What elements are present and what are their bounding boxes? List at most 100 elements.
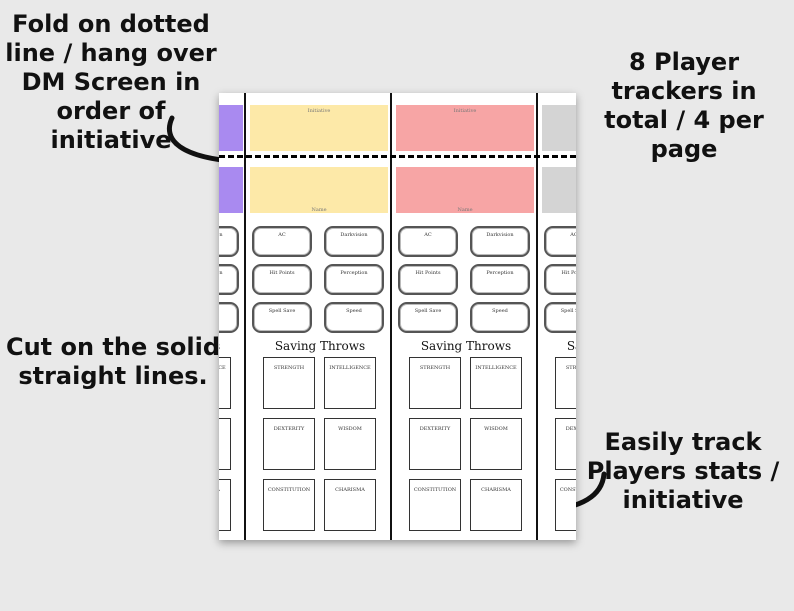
ability-box: STRENGTH	[409, 357, 461, 409]
ability-box: CONSTITUTION	[409, 479, 461, 531]
ability-box: DEXTERITY	[263, 418, 315, 470]
stat-label: Darkvision	[486, 232, 514, 238]
ability-box: CONSTITUTION	[263, 479, 315, 531]
stat-box: Darkvision	[219, 226, 239, 257]
ability-label: WISDOM	[338, 426, 362, 432]
stat-label: Speed	[219, 308, 237, 314]
stat-label: Darkvision	[219, 232, 223, 238]
ability-box: DEXTERITY	[409, 418, 461, 470]
ability-box: CHARISMA	[470, 479, 522, 531]
stat-box: Hit Points	[544, 264, 576, 295]
fold-line	[219, 155, 576, 158]
name-band	[542, 167, 576, 213]
stat-label: Darkvision	[340, 232, 368, 238]
stat-label: Spell Save	[560, 308, 576, 314]
stat-label: Hit Points	[269, 270, 295, 276]
ability-label: WISDOM	[484, 426, 508, 432]
ability-box: INTELLIGENCE	[219, 357, 231, 409]
initiative-band	[250, 105, 388, 151]
stat-label: Perception	[486, 270, 514, 276]
ability-label: DEXTERITY	[419, 426, 451, 432]
name-label: Name	[542, 207, 576, 213]
initiative-band	[219, 105, 243, 151]
stat-label: Speed	[346, 308, 362, 314]
stat-label: AC	[424, 232, 432, 238]
stat-box: Darkvision	[324, 226, 384, 257]
stat-label: AC	[570, 232, 576, 238]
cut-callout: Cut on the solid straight lines.	[5, 333, 221, 390]
stat-box: Speed	[470, 302, 530, 333]
ability-label: STRENGTH	[419, 365, 451, 371]
ability-label: CONSTITUTION	[413, 487, 457, 493]
ability-box: CHARISMA	[324, 479, 376, 531]
stat-label: Hit Points	[415, 270, 441, 276]
initiative-label: Initiative	[219, 108, 243, 114]
name-label: Name	[311, 207, 327, 213]
ability-label: INTELLIGENCE	[329, 365, 371, 371]
cut-line	[390, 93, 392, 540]
initiative-band	[396, 105, 534, 151]
ability-box: STRENGTH	[555, 357, 576, 409]
initiative-label: Initiative	[453, 108, 477, 114]
name-band	[219, 167, 243, 213]
stat-label: Spell Save	[414, 308, 442, 314]
cut-line	[536, 93, 538, 540]
ability-label: CONSTITUTION	[267, 487, 311, 493]
ability-box: INTELLIGENCE	[470, 357, 522, 409]
initiative-label: Initiative	[307, 108, 331, 114]
trackers-callout: 8 Player trackers in total / 4 per page	[604, 48, 764, 163]
stat-box: AC	[252, 226, 312, 257]
stat-label: Spell Save	[268, 308, 296, 314]
ability-box: INTELLIGENCE	[324, 357, 376, 409]
ability-box: DEXTERITY	[555, 418, 576, 470]
ability-label: DEXTERITY	[273, 426, 305, 432]
stat-label: Speed	[492, 308, 508, 314]
ability-label: CHARISMA	[481, 487, 511, 493]
ability-label: INTELLIGENCE	[219, 365, 226, 371]
ability-box: STRENGTH	[263, 357, 315, 409]
stat-label: Hit Points	[561, 270, 576, 276]
ability-box: CHARISMA	[219, 479, 231, 531]
stat-box: Perception	[470, 264, 530, 295]
initiative-band	[542, 105, 576, 151]
ability-box: WISDOM	[324, 418, 376, 470]
fold-callout: Fold on dotted line / hang over DM Scree…	[5, 10, 217, 154]
stat-label: Perception	[340, 270, 368, 276]
stat-box: Spell Save	[398, 302, 458, 333]
saving-throws-title: Saving Throws	[420, 339, 512, 353]
ability-label: CHARISMA	[335, 487, 365, 493]
name-label: Name	[457, 207, 473, 213]
stat-box: Spell Save	[544, 302, 576, 333]
stat-box: Darkvision	[470, 226, 530, 257]
ability-label: WISDOM	[219, 426, 230, 432]
stat-box: Speed	[324, 302, 384, 333]
stat-box: Speed	[219, 302, 239, 333]
initiative-label: Initiative	[542, 108, 576, 114]
stat-box: Hit Points	[252, 264, 312, 295]
stat-box: Spell Save	[252, 302, 312, 333]
ability-label: CHARISMA	[219, 487, 230, 493]
track-callout: Easily track Players stats / initiative	[586, 428, 780, 514]
ability-box: WISDOM	[470, 418, 522, 470]
saving-throws-title: Saving Throws	[566, 339, 576, 353]
stat-box: Perception	[324, 264, 384, 295]
ability-label: DEXTERITY	[565, 426, 576, 432]
ability-label: INTELLIGENCE	[475, 365, 517, 371]
ability-box: WISDOM	[219, 418, 231, 470]
saving-throws-title: Saving Throws	[274, 339, 366, 353]
ability-box: CONSTITUTION	[555, 479, 576, 531]
saving-throws-title: Saving Throws	[219, 339, 245, 353]
ability-label: CONSTITUTION	[559, 487, 576, 493]
name-band	[250, 167, 388, 213]
stat-label: Perception	[219, 270, 223, 276]
stat-box: Perception	[219, 264, 239, 295]
ability-label: STRENGTH	[565, 365, 576, 371]
name-label: Name	[219, 207, 243, 213]
stat-box: AC	[398, 226, 458, 257]
name-band	[396, 167, 534, 213]
